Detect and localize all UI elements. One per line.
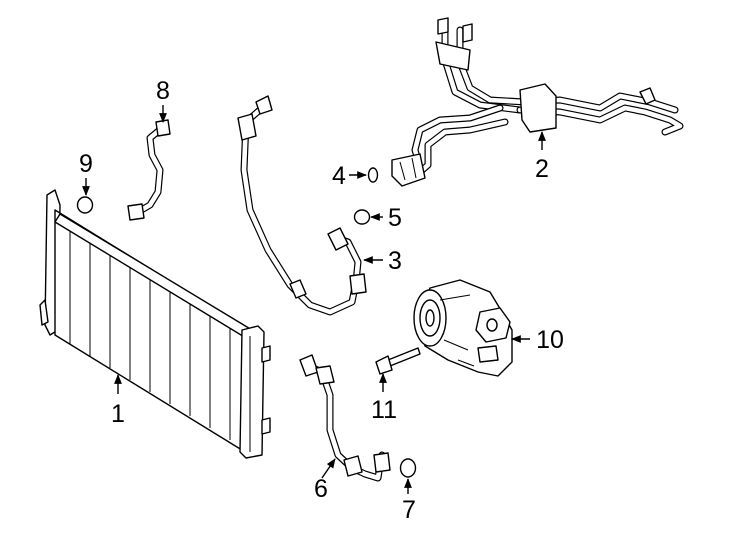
suction-hose-part[interactable] <box>237 95 367 316</box>
compressor-part[interactable] <box>413 279 513 377</box>
cap-part-2[interactable] <box>399 458 417 478</box>
callout-3: 3 <box>388 247 402 275</box>
leader-6 <box>321 458 336 479</box>
bolt-part[interactable] <box>375 347 421 375</box>
callout-11: 11 <box>371 396 397 424</box>
callout-9: 9 <box>79 150 93 178</box>
o-ring-part-2[interactable] <box>76 196 94 214</box>
callout-4: 4 <box>332 162 346 190</box>
discharge-hose-part[interactable] <box>299 354 391 482</box>
callout-6: 6 <box>314 475 328 503</box>
cap-part[interactable] <box>353 209 371 225</box>
callout-10: 10 <box>536 326 564 354</box>
callout-5: 5 <box>388 204 402 232</box>
callout-8: 8 <box>156 77 170 105</box>
condenser-part[interactable] <box>39 189 271 459</box>
callout-1: 1 <box>111 400 125 428</box>
callout-7: 7 <box>402 496 416 524</box>
o-ring-part[interactable] <box>367 167 379 183</box>
manifold-hose-part[interactable] <box>391 17 684 187</box>
callout-2: 2 <box>535 155 549 183</box>
pressure-line-part[interactable] <box>127 119 171 221</box>
